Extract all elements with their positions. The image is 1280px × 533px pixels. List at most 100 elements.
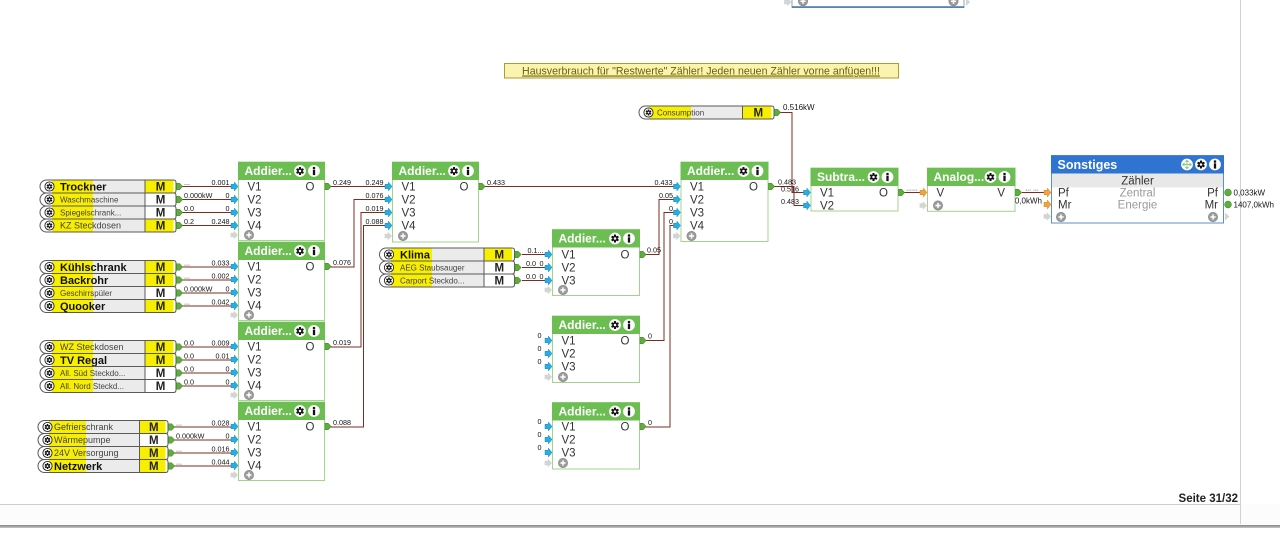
svg-text:O: O: [306, 342, 315, 354]
svg-text:AEG Staubsauger: AEG Staubsauger: [400, 264, 465, 273]
svg-text:V3: V3: [690, 208, 704, 220]
svg-text:Hausverbrauch für "Restwerte": Hausverbrauch für "Restwerte" Zähler! Je…: [522, 66, 880, 78]
svg-text:0.2: 0.2: [184, 217, 194, 226]
svg-text:V3: V3: [248, 208, 262, 220]
svg-text:M: M: [156, 262, 166, 274]
svg-text:O: O: [749, 182, 758, 194]
svg-text:0: 0: [538, 331, 542, 340]
svg-text:0: 0: [226, 191, 230, 200]
svg-text:Addier...: Addier...: [559, 318, 606, 332]
svg-text:Analog...: Analog...: [934, 170, 985, 184]
svg-text:Gefrierschrank: Gefrierschrank: [54, 422, 114, 432]
svg-text:M: M: [149, 448, 159, 460]
svg-text:Trockner: Trockner: [60, 182, 107, 194]
svg-text:0.433: 0.433: [487, 178, 505, 187]
svg-text:Sonstiges: Sonstiges: [1058, 158, 1118, 172]
svg-text:0.088: 0.088: [366, 217, 384, 226]
svg-text:M: M: [149, 422, 159, 434]
svg-text:Energie: Energie: [1118, 200, 1158, 212]
svg-text:0.0: 0.0: [526, 272, 536, 281]
svg-text:0: 0: [538, 417, 542, 426]
svg-text:0: 0: [226, 432, 230, 441]
svg-text:M: M: [156, 301, 166, 313]
svg-text:Addier...: Addier...: [559, 405, 606, 419]
svg-text:0: 0: [538, 430, 542, 439]
svg-text:Seite 31/32: Seite 31/32: [1179, 493, 1238, 505]
svg-text:O: O: [306, 262, 315, 274]
svg-text:V3: V3: [402, 208, 416, 220]
svg-text:M: M: [156, 182, 166, 194]
svg-text:V1: V1: [562, 422, 576, 434]
svg-text:V3: V3: [562, 276, 576, 288]
svg-text:V4: V4: [690, 221, 705, 233]
svg-text:M: M: [494, 250, 504, 262]
svg-text:0.019: 0.019: [366, 204, 384, 213]
svg-text:Pf: Pf: [1058, 188, 1070, 200]
svg-text:V1: V1: [248, 342, 262, 354]
svg-text:Quooker: Quooker: [60, 301, 106, 313]
svg-text:V2: V2: [248, 275, 262, 287]
svg-text:0.000kW: 0.000kW: [184, 191, 213, 200]
svg-text:V1: V1: [402, 182, 416, 194]
svg-text:Waschmaschine: Waschmaschine: [60, 196, 119, 205]
svg-text:0.009: 0.009: [212, 339, 230, 348]
svg-text:0: 0: [540, 272, 544, 281]
svg-text:0.088: 0.088: [333, 418, 351, 427]
svg-text:0: 0: [226, 285, 230, 294]
svg-text:V4: V4: [248, 301, 263, 313]
svg-text:V2: V2: [690, 195, 704, 207]
svg-text:Addier...: Addier...: [687, 164, 734, 178]
svg-text:Addier...: Addier...: [245, 244, 292, 258]
svg-text:0.05: 0.05: [647, 246, 661, 255]
svg-text:V2: V2: [248, 355, 262, 367]
svg-text:V3: V3: [562, 448, 576, 460]
svg-text:0.016: 0.016: [212, 445, 230, 454]
svg-text:Netzwerk: Netzwerk: [54, 461, 103, 473]
svg-text:0.044: 0.044: [212, 458, 230, 467]
svg-text:M: M: [156, 208, 166, 220]
svg-text:Zähler: Zähler: [1121, 176, 1154, 188]
svg-text:V4: V4: [248, 381, 263, 393]
svg-text:M: M: [156, 275, 166, 287]
svg-text:V2: V2: [820, 201, 834, 213]
svg-text:Addier...: Addier...: [245, 404, 292, 418]
svg-text:0.249: 0.249: [366, 178, 384, 187]
svg-text:0.028: 0.028: [212, 419, 230, 428]
svg-text:0.0: 0.0: [184, 378, 194, 387]
svg-text:0.249: 0.249: [333, 178, 351, 187]
svg-text:...: ...: [184, 259, 190, 268]
svg-text:V3: V3: [562, 362, 576, 374]
svg-text:... ...: ... ...: [1025, 186, 1039, 193]
svg-text:O: O: [306, 422, 315, 434]
svg-text:0.483: 0.483: [781, 197, 799, 206]
svg-text:0: 0: [226, 365, 230, 374]
svg-text:Backrohr: Backrohr: [60, 275, 109, 287]
svg-text:TV Regal: TV Regal: [60, 355, 107, 367]
svg-text:O: O: [621, 250, 630, 262]
svg-text:M: M: [753, 108, 763, 120]
svg-text:0: 0: [669, 217, 673, 226]
svg-text:Geschirrspüler: Geschirrspüler: [60, 289, 112, 298]
svg-text:0.001: 0.001: [212, 178, 230, 187]
svg-text:0: 0: [648, 418, 652, 427]
svg-text:0.01: 0.01: [216, 352, 230, 361]
svg-text:V3: V3: [248, 368, 262, 380]
svg-text:0.483: 0.483: [778, 178, 796, 187]
svg-text:0.076: 0.076: [366, 191, 384, 200]
svg-text:Mr: Mr: [1058, 200, 1072, 212]
svg-text:V4: V4: [248, 461, 263, 473]
svg-text:V1: V1: [248, 182, 262, 194]
svg-text:...: ...: [176, 458, 182, 467]
svg-text:V1: V1: [562, 336, 576, 348]
svg-text:24V Versorgung: 24V Versorgung: [54, 448, 119, 458]
svg-text:0.000kW: 0.000kW: [176, 432, 205, 441]
svg-text:...: ...: [184, 298, 190, 307]
svg-text:1407,0kWh: 1407,0kWh: [1234, 201, 1274, 210]
svg-text:0.1...: 0.1...: [528, 246, 544, 255]
svg-text:All. Nord Steckd...: All. Nord Steckd...: [60, 382, 124, 391]
svg-text:...: ...: [184, 272, 190, 281]
svg-text:Pf: Pf: [1207, 188, 1219, 200]
svg-text:V2: V2: [562, 435, 576, 447]
svg-text:0.516kW: 0.516kW: [783, 103, 815, 112]
svg-text:WZ Steckdosen: WZ Steckdosen: [60, 342, 124, 352]
